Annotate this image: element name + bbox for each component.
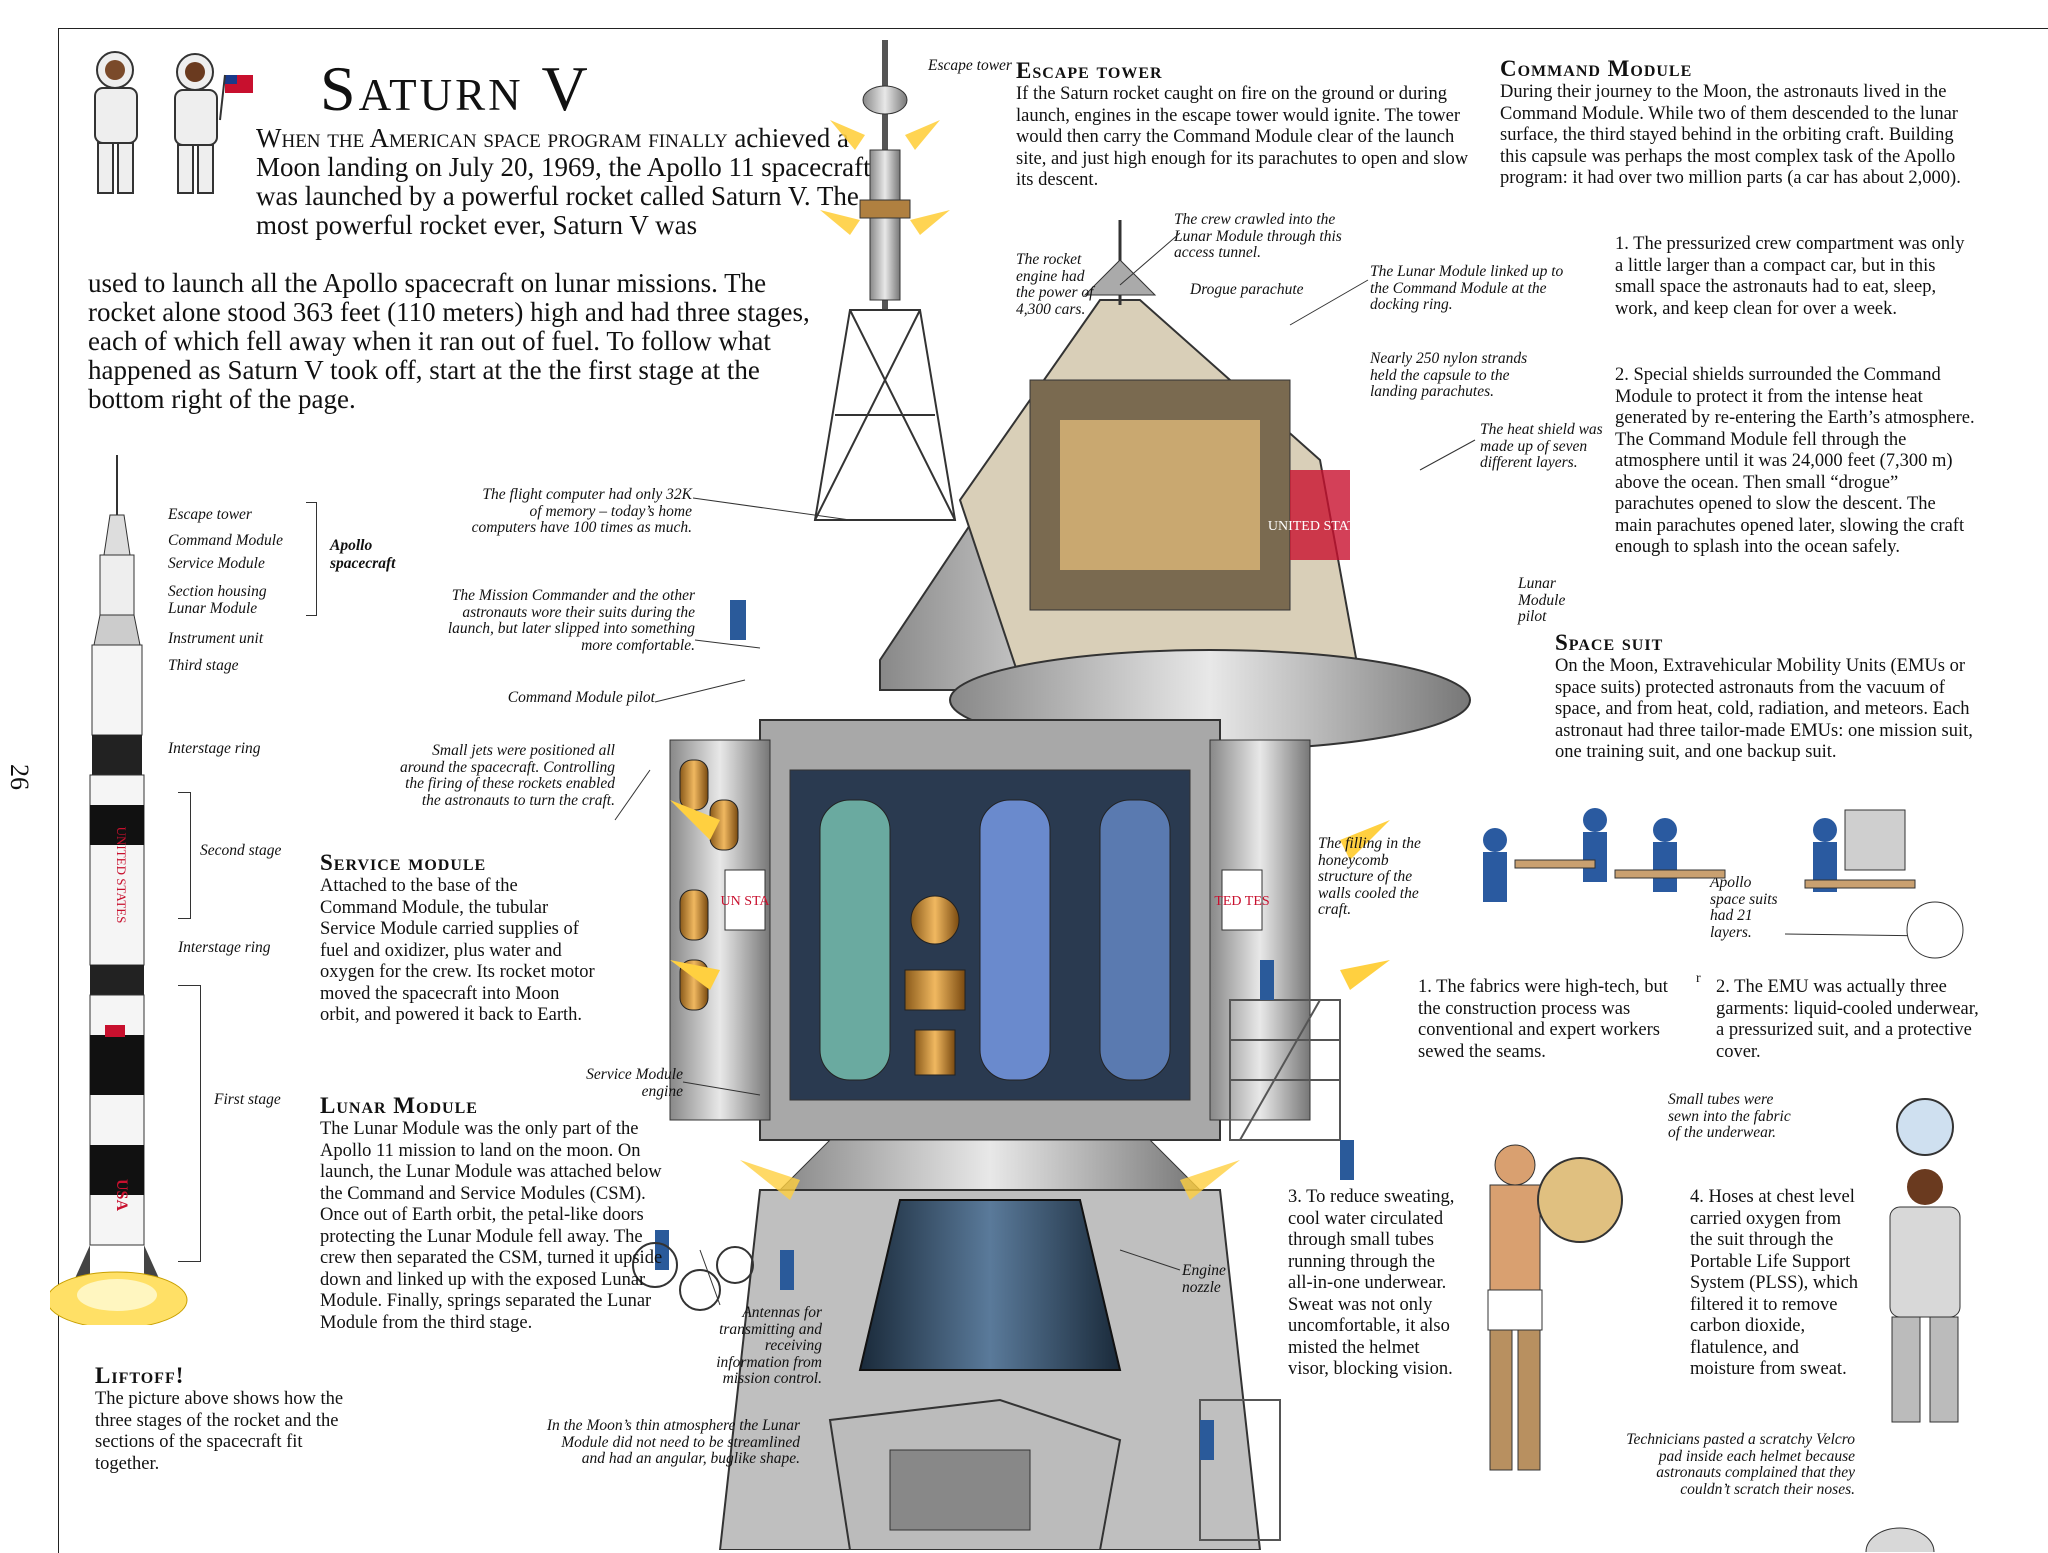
space-suit-point-4: 4. Hoses at chest level carried oxygen f… bbox=[1690, 1187, 1859, 1379]
space-suit-heading: Space suit bbox=[1555, 630, 1664, 655]
caption-mission-commander: The Mission Commander and the other astr… bbox=[447, 587, 695, 654]
saturn-v-rocket-illustration: UNITED STATES USA bbox=[50, 455, 188, 1325]
label-apollo: Apollo bbox=[330, 537, 373, 554]
first-stage-bracket bbox=[178, 985, 201, 1262]
caption-heat-shield: The heat shield was made up of seven dif… bbox=[1480, 421, 1603, 471]
caption-sm-engine: Service Module engine bbox=[586, 1066, 683, 1100]
label-spacecraft: spacecraft bbox=[330, 555, 396, 572]
label-command-module: Command Module bbox=[168, 532, 283, 549]
caption-moons-atmosphere: In the Moon’s thin atmosphere the Lunar … bbox=[546, 1417, 800, 1467]
sm-text-right: TED TES bbox=[1214, 894, 1269, 909]
label-instrument-unit: Instrument unit bbox=[168, 630, 264, 647]
space-suit-astronaut-illustration bbox=[1889, 1098, 1961, 1423]
space-suit-block: Space suit On the Moon, Extravehicular M… bbox=[1555, 630, 1995, 764]
command-module-point-2: 2. Special shields surrounded the Comman… bbox=[1615, 365, 1975, 557]
helmet-fragment-illustration bbox=[1865, 1527, 1935, 1552]
service-module-block: Service module Attached to the base of t… bbox=[320, 850, 595, 1027]
space-suit-point-3: 3. To reduce sweating, cool water circul… bbox=[1288, 1187, 1455, 1379]
apollo-bracket bbox=[306, 502, 317, 616]
escape-tower-block: Escape tower If the Saturn rocket caught… bbox=[1016, 58, 1481, 192]
intro-lead: When the American space program finally bbox=[256, 123, 728, 153]
astronaut-pair-illustration bbox=[94, 51, 253, 194]
page-border bbox=[58, 28, 2048, 1553]
caption-small-tubes: Small tubes were sewn into the fabric of… bbox=[1668, 1091, 1791, 1141]
rocket-text-1: UNITED STATES bbox=[114, 827, 129, 924]
intro-text-1: achieved a Moon landing on July 20, 1969… bbox=[256, 123, 871, 240]
space-suit-text: On the Moon, Extravehicular Mobility Uni… bbox=[1555, 656, 1973, 762]
rocket-text-2: USA bbox=[113, 1179, 130, 1211]
lunar-module-text: The Lunar Module was the only part of th… bbox=[320, 1119, 663, 1333]
label-interstage-ring-1: Interstage ring bbox=[168, 740, 261, 757]
caption-honeycomb: The filling in the honeycomb structure o… bbox=[1318, 835, 1421, 918]
caption-crew-crawled: The crew crawled into the Lunar Module t… bbox=[1174, 211, 1342, 261]
label-lunar-module: Lunar Module bbox=[168, 600, 258, 617]
command-module-block: Command Module During their journey to t… bbox=[1500, 56, 1975, 190]
service-module-text: Attached to the base of the Command Modu… bbox=[320, 876, 595, 1025]
caption-cm-pilot: Command Module pilot bbox=[507, 689, 655, 706]
caption-drogue: Drogue parachute bbox=[1190, 281, 1304, 298]
label-second-stage: Second stage bbox=[200, 842, 282, 859]
caption-rocket-engine: The rocket engine had the power of 4,300… bbox=[1016, 251, 1094, 318]
command-module-point-1: 1. The pressurized crew compartment was … bbox=[1615, 234, 1965, 319]
label-interstage-ring-2: Interstage ring bbox=[178, 939, 271, 956]
lunar-module-block: Lunar Module The Lunar Module was the on… bbox=[320, 1093, 675, 1334]
caption-nylon: Nearly 250 nylon strands held the capsul… bbox=[1370, 350, 1528, 400]
command-module-heading: Command Module bbox=[1500, 56, 1693, 81]
sm-text-left: UN STA bbox=[720, 894, 770, 909]
caption-engine-nozzle: Engine nozzle bbox=[1182, 1262, 1226, 1296]
caption-lm-pilot: Lunar Module pilot bbox=[1518, 575, 1566, 625]
stray-mark: r bbox=[1696, 971, 1701, 986]
caption-small-jets: Small jets were positioned all around th… bbox=[400, 742, 615, 809]
second-stage-bracket bbox=[178, 792, 191, 919]
caption-escape-tower: Escape tower bbox=[928, 57, 1012, 74]
caption-flight-computer: The flight computer had only 32K of memo… bbox=[471, 486, 692, 536]
label-third-stage: Third stage bbox=[168, 657, 239, 674]
label-section-housing: Section housing bbox=[168, 583, 267, 600]
escape-tower-text: If the Saturn rocket caught on fire on t… bbox=[1016, 84, 1469, 190]
caption-velcro: Technicians pasted a scratchy Velcro pad… bbox=[1626, 1431, 1855, 1498]
liftoff-heading: Liftoff! bbox=[95, 1363, 185, 1388]
label-service-module: Service Module bbox=[168, 555, 265, 572]
command-module-text: During their journey to the Moon, the as… bbox=[1500, 82, 1961, 188]
space-suit-point-1: 1. The fabrics were high-tech, but the c… bbox=[1418, 977, 1668, 1062]
label-first-stage: First stage bbox=[214, 1091, 281, 1108]
lunar-module-heading: Lunar Module bbox=[320, 1093, 478, 1118]
liftoff-block: Liftoff! The picture above shows how the… bbox=[95, 1363, 355, 1475]
caption-lunar-linked: The Lunar Module linked up to the Comman… bbox=[1370, 263, 1564, 313]
seamstress-workers-illustration bbox=[1483, 808, 1964, 959]
cooling-underwear-figure-illustration bbox=[1487, 1144, 1623, 1471]
page-title: Saturn V bbox=[320, 53, 591, 124]
caption-antennas: Antennas for transmitting and receiving … bbox=[716, 1304, 822, 1387]
escape-tower-heading: Escape tower bbox=[1016, 58, 1163, 83]
liftoff-text: The picture above shows how the three st… bbox=[95, 1389, 344, 1474]
intro-text-2: used to launch all the Apollo spacecraft… bbox=[88, 268, 810, 414]
apollo-cutaway-illustration: UNITED STATES UN STA TED TES bbox=[632, 40, 1471, 1550]
cm-text-united-states: UNITED STATES bbox=[1268, 519, 1372, 534]
service-module-heading: Service module bbox=[320, 850, 487, 875]
space-suit-point-2: 2. The EMU was actually three garments: … bbox=[1716, 977, 1979, 1062]
label-escape-tower: Escape tower bbox=[168, 506, 252, 523]
